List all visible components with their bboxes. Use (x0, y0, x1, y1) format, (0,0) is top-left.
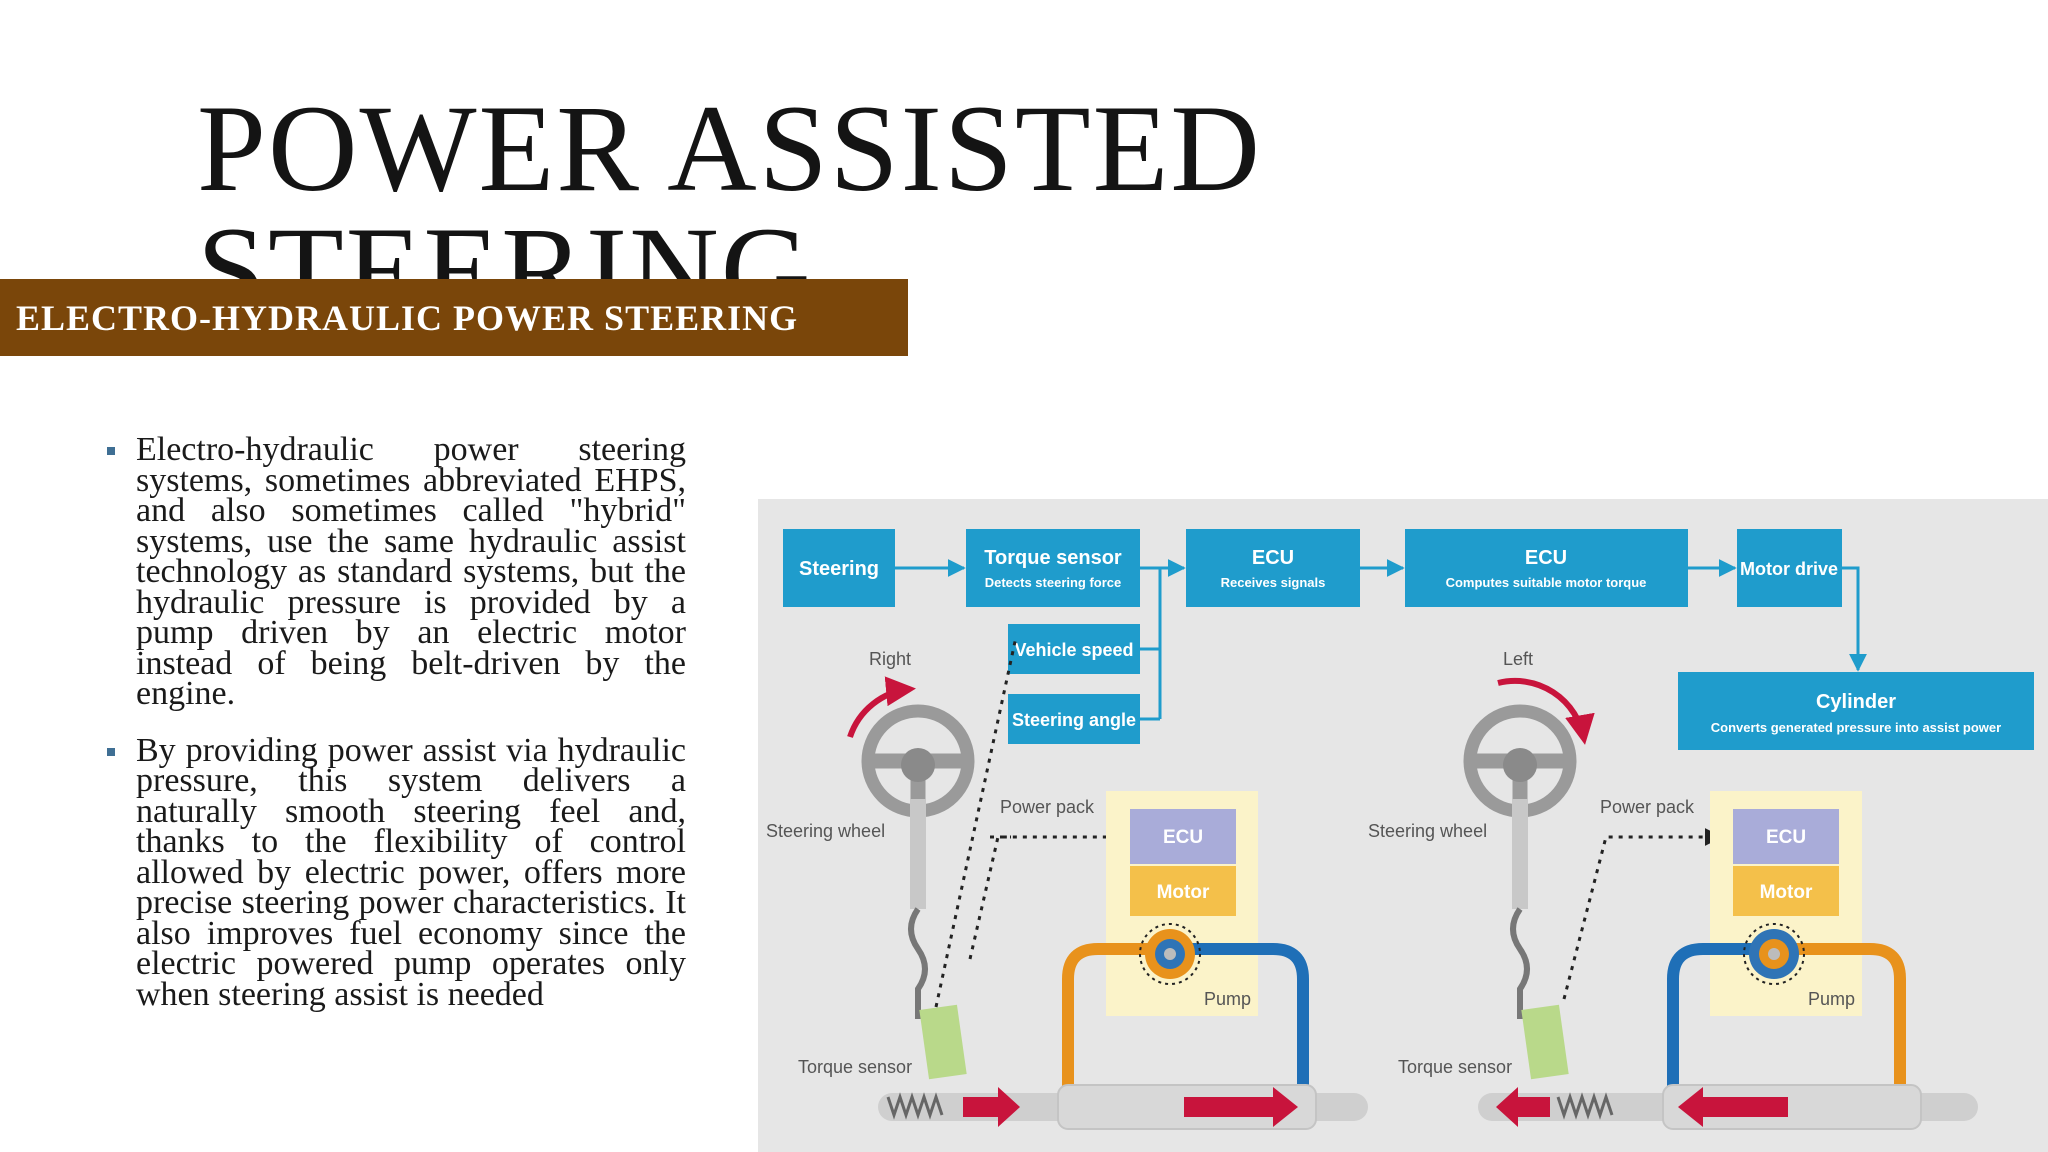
torque-sensor-block: Torque sensor Detects steering force (966, 529, 1140, 607)
right-steering-wheel-label: Steering wheel (1368, 821, 1487, 841)
torque-sensor-block-sub: Detects steering force (985, 575, 1122, 590)
cylinder-block: Cylinder Converts generated pressure int… (1678, 672, 2034, 750)
square-bullet-icon (107, 447, 115, 455)
ecu-receives-sub: Receives signals (1221, 575, 1326, 590)
ecu-computes-sub: Computes suitable motor torque (1446, 575, 1647, 590)
ecu-computes-block: ECU Computes suitable motor torque (1405, 529, 1688, 607)
left-rack-teeth (886, 1092, 944, 1120)
left-motor-label: Motor (1157, 882, 1210, 903)
banner-text: ELECTRO-HYDRAULIC POWER STEERING (16, 297, 799, 338)
steering-angle-label: Steering angle (1012, 710, 1136, 730)
right-shaft (1510, 907, 1530, 1019)
left-cylinder-arrow (1184, 1087, 1298, 1127)
left-blue-pipe (1183, 943, 1309, 1107)
right-torque-sensor-label: Torque sensor (1398, 1057, 1512, 1077)
ecu-receives-block: ECU Receives signals (1186, 529, 1360, 607)
right-direction-label: Left (1503, 649, 1533, 669)
right-motor-box (1733, 866, 1839, 916)
square-bullet-icon (107, 747, 115, 756)
left-steering-wheel-icon (861, 704, 975, 818)
right-pump-label: Pump (1808, 989, 1855, 1009)
torque-sensor-block-label: Torque sensor (984, 547, 1122, 569)
right-cylinder-body (1662, 1084, 1922, 1130)
right-motor-label: Motor (1760, 882, 1813, 903)
right-power-pack-label: Power pack (1600, 797, 1695, 817)
left-steering-wheel-label: Steering wheel (766, 821, 885, 841)
right-orange-pipe (1788, 943, 1906, 1107)
left-rotation-arrow (847, 676, 916, 738)
right-assembly: Left Steering wheel Torque sensor Power … (1368, 649, 1978, 1130)
ecu-computes-label: ECU (1525, 547, 1567, 569)
right-steering-wheel-icon (1463, 704, 1577, 818)
motor-drive-label: Motor drive (1740, 559, 1838, 579)
vehicle-speed-block: Vehicle speed (1008, 624, 1140, 674)
steering-block: Steering (783, 529, 895, 607)
left-torque-sensor-label: Torque sensor (798, 1057, 912, 1077)
left-direction-label: Right (869, 649, 911, 669)
right-steering-column (1512, 799, 1528, 909)
left-shaft (908, 907, 928, 1019)
left-ecu-label: ECU (1163, 827, 1203, 848)
left-ecu-box (1130, 809, 1236, 864)
left-signal-line (934, 636, 1018, 1008)
flow-arrows (895, 559, 1867, 721)
bullet-text: Electro-hydraulic power steering systems… (136, 431, 686, 712)
slide-title: POWER ASSISTED STEERING (197, 80, 1797, 333)
ehps-diagram-svg: Steering Torque sensor Detects steering … (766, 529, 2034, 1130)
left-pump-icon (1139, 923, 1201, 985)
right-pump-icon (1743, 923, 1805, 985)
section-banner: ELECTRO-HYDRAULIC POWER STEERING (0, 279, 908, 356)
left-motor-box (1130, 866, 1236, 916)
bullet-item: By providing power assist via hydraulic … (104, 733, 686, 1011)
right-cylinder-arrow (1678, 1087, 1788, 1127)
left-rack-arrow (963, 1087, 1020, 1127)
title-line-1: POWER ASSISTED (197, 80, 1262, 217)
ecu-receives-label: ECU (1252, 547, 1294, 569)
vehicle-speed-label: Vehicle speed (1014, 640, 1133, 660)
bullet-text: By providing power assist via hydraulic … (136, 731, 686, 1013)
right-ecu-label: ECU (1766, 827, 1806, 848)
left-orange-pipe (1062, 943, 1158, 1107)
right-rack-arrow (1496, 1087, 1550, 1127)
right-rack-teeth (1556, 1092, 1614, 1120)
steering-angle-block: Steering angle (1008, 694, 1140, 744)
steering-block-label: Steering (799, 558, 879, 580)
right-ecu-box (1733, 809, 1839, 864)
left-power-pack-label: Power pack (1000, 797, 1095, 817)
left-assembly: Right Steering wheel Torque sensor Power… (766, 636, 1368, 1130)
bullet-list: Electro-hydraulic power steering systems… (104, 433, 686, 1036)
right-blue-pipe (1667, 943, 1758, 1107)
right-torque-sensor-icon (1521, 1004, 1569, 1080)
right-rotation-arrow (1497, 677, 1595, 745)
ehps-diagram: Steering Torque sensor Detects steering … (758, 499, 2048, 1152)
left-torque-sensor-icon (919, 1004, 967, 1080)
motor-drive-block: Motor drive (1737, 529, 1842, 607)
cylinder-sub: Converts generated pressure into assist … (1711, 720, 2001, 735)
left-steering-column (910, 799, 926, 909)
cylinder-label: Cylinder (1816, 691, 1896, 713)
left-pump-label: Pump (1204, 989, 1251, 1009)
bullet-item: Electro-hydraulic power steering systems… (104, 433, 686, 711)
